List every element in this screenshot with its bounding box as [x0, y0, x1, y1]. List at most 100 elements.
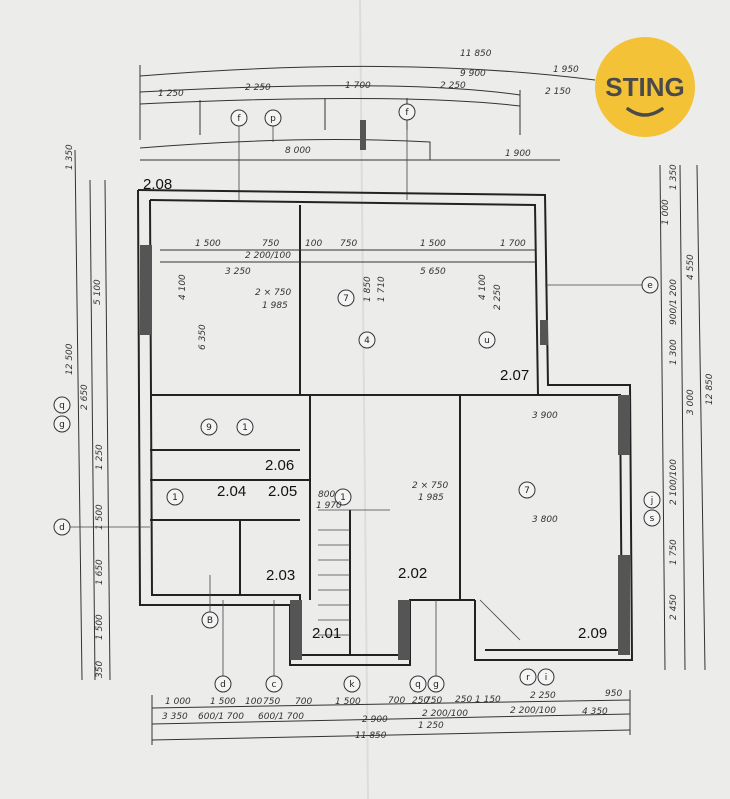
dim-bottom: 4 350: [582, 707, 608, 717]
dim-seg: 1 700: [345, 81, 371, 91]
dim-seg: 2 150: [545, 87, 571, 97]
dim-overall: 11 850: [460, 49, 492, 59]
axis-markers-right: e u j s: [478, 276, 661, 527]
dim-interior: 2 250: [493, 284, 503, 310]
dim-interior: 800: [318, 490, 335, 500]
dim-bottom: 2 200/100: [422, 709, 468, 719]
dim-bottom: 3 350: [162, 712, 188, 722]
room-2-08: 2.08: [143, 176, 172, 193]
dim-interior: 3 900: [532, 411, 558, 421]
dim-right: 2 450: [669, 594, 679, 620]
axis-label: k: [349, 680, 355, 690]
dim-seg: 1 250: [158, 89, 184, 99]
room-marker: 1: [340, 493, 346, 503]
room-2-03: 2.03: [266, 567, 295, 584]
dim-interior: 750: [262, 239, 279, 249]
axis-label: j: [650, 496, 654, 506]
dim-bottom: 2 900: [362, 715, 388, 725]
dim-seg: 2 250: [440, 81, 466, 91]
dim-bottom: 600/1 700: [198, 712, 244, 722]
dim-interior: 1 985: [418, 493, 444, 503]
axis-label: s: [650, 514, 655, 524]
dim-bottom: 250: [412, 696, 429, 706]
dim-right: 12 850: [705, 373, 715, 405]
top-dimensions: 11 850 9 900 1 950 1 250 2 250 1 700 2 2…: [139, 49, 596, 161]
dim-right-offset: 1 950: [553, 65, 579, 75]
dim-right: 1 300: [669, 339, 679, 365]
room-marker: 7: [524, 486, 530, 496]
dim-left: 1 500: [95, 504, 105, 530]
axis-label: c: [272, 680, 277, 690]
dim-right: 3 000: [686, 389, 696, 415]
axis-label: p: [270, 114, 276, 124]
left-dimensions: 1 350 5 100 12 500 2 650 1 250 1 500 1 6…: [65, 144, 111, 681]
dim-left: 1 500: [95, 614, 105, 640]
axis-markers-left: q g d: [53, 396, 150, 536]
dim-interior: 1 700: [500, 239, 526, 249]
axis-label: g: [433, 680, 439, 690]
dim-right: 1 000: [661, 199, 671, 225]
dim-bottom: 1 250: [418, 721, 444, 731]
dim-bottom: 250: [455, 695, 472, 705]
dim-left: 1 250: [95, 444, 105, 470]
axis-label: B: [207, 616, 213, 626]
axis-label: e: [647, 281, 653, 291]
axis-label: q: [59, 401, 65, 411]
svg-text:STING: STING: [605, 72, 684, 102]
dim-interior: 4 100: [478, 274, 488, 300]
axis-label: u: [484, 336, 490, 346]
dim-interior: 1 710: [377, 276, 387, 302]
axis-label: f: [405, 108, 409, 118]
dim-left: 2 650: [80, 384, 90, 410]
dim-interior: 1 500: [420, 239, 446, 249]
stair-treads: [318, 529, 350, 636]
dim-bottom: 1 150: [475, 695, 501, 705]
room-2-07: 2.07: [500, 367, 529, 384]
interior-dimensions: 1 500 750 100 750 1 500 1 700 3 250 5 65…: [160, 239, 558, 525]
dim-interior: 1 850: [363, 276, 373, 302]
axis-markers-bottom: d c k q g r i B: [201, 575, 555, 693]
dim-bottom: 1 500: [335, 697, 361, 707]
axis-label: q: [415, 680, 421, 690]
dim-interior: 6 350: [198, 324, 208, 350]
dim-interior: 2 × 750: [255, 288, 291, 298]
dim-left: 1 350: [65, 144, 75, 170]
dim-right: 900/1 200: [669, 279, 679, 325]
dim-bottom: 1 500: [210, 697, 236, 707]
room-marker: 1: [172, 493, 178, 503]
room-marker: 7: [343, 294, 349, 304]
dim-bottom: 700: [388, 696, 405, 706]
dim-interior: 750: [340, 239, 357, 249]
bottom-dimensions: 1 000 1 500 100 750 700 1 500 700 250 75…: [151, 689, 631, 745]
dim-left: 350: [95, 661, 105, 678]
room-marker: 1: [242, 423, 248, 433]
dim-bottom: 750: [263, 697, 280, 707]
axis-label: i: [545, 673, 548, 683]
room-marker: 9: [206, 423, 212, 433]
dim-bottom: 1 000: [165, 697, 191, 707]
building-walls: [137, 120, 634, 666]
sting-logo: STING: [595, 37, 695, 137]
dim-interior: 5 650: [420, 267, 446, 277]
axis-label: f: [237, 114, 241, 124]
dim-inner: 9 900: [460, 69, 486, 79]
axis-label: r: [526, 673, 530, 683]
dim-bottom: 950: [605, 689, 622, 699]
dim-right: 1 350: [669, 164, 679, 190]
dim-interior: 3 800: [532, 515, 558, 525]
dim-interior: 1 985: [262, 301, 288, 311]
dim-interior: 1 500: [195, 239, 221, 249]
room-2-06: 2.06: [265, 457, 294, 474]
dim-bottom: 750: [425, 696, 442, 706]
room-2-05: 2.05: [268, 483, 297, 500]
dim-interior: 3 250: [225, 267, 251, 277]
axis-label: g: [59, 420, 65, 430]
room-2-01: 2.01: [312, 625, 341, 642]
dim-bottom: 700: [295, 697, 312, 707]
right-dimensions: 1 350 1 000 4 550 900/1 200 1 300 3 000 …: [659, 164, 715, 671]
dim-balcony-right: 1 900: [505, 149, 531, 159]
dim-interior: 2 × 750: [412, 481, 448, 491]
room-2-04: 2.04: [217, 483, 246, 500]
dim-interior: 1 970: [316, 501, 342, 511]
